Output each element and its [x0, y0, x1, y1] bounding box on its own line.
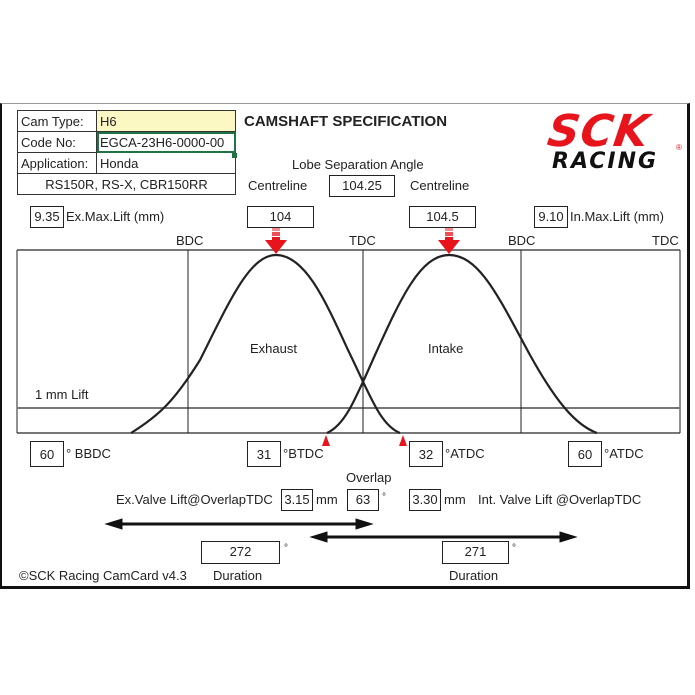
exhaust-close-unit: °BTDC [283, 446, 324, 461]
intake-overlap-lift-value[interactable]: 3.30 [409, 489, 441, 511]
lsa-value[interactable]: 104.25 [329, 175, 395, 197]
intake-centreline-label: Centreline [410, 178, 470, 193]
exhaust-max-lift[interactable]: 9.35 [30, 206, 64, 228]
models-cell[interactable]: RS150R, RS-X, CBR150RR [17, 173, 236, 195]
intake-open-marker-icon [322, 435, 330, 446]
exhaust-centreline-arrow-icon [265, 228, 287, 254]
exhaust-centreline-label: Centreline [248, 178, 308, 193]
exhaust-duration-arrow-icon [104, 518, 374, 530]
intake-duration-value[interactable]: 271 [442, 541, 509, 564]
intake-max-lift-label: In.Max.Lift (mm) [570, 209, 664, 224]
exhaust-curve-label: Exhaust [250, 341, 297, 356]
cam-info-table: Cam Type: H6 Code No: EGCA-23H6-0000-00 … [17, 110, 236, 195]
exhaust-lift-curve [130, 253, 401, 435]
intake-centreline-value[interactable]: 104.5 [409, 206, 476, 228]
intake-overlap-lift-unit: mm [444, 492, 466, 507]
lift-line-label: 1 mm Lift [35, 387, 89, 402]
intake-duration-label: Duration [449, 568, 499, 583]
exhaust-centreline-value[interactable]: 104 [247, 206, 314, 228]
intake-open-unit: °ATDC [445, 446, 485, 461]
intake-curve-label: Intake [428, 341, 464, 356]
intake-duration-arrow-icon [309, 531, 578, 543]
exhaust-duration-value[interactable]: 272 [201, 541, 280, 564]
intake-max-lift[interactable]: 9.10 [534, 206, 568, 228]
intake-open-value[interactable]: 32 [409, 441, 443, 467]
exhaust-close-value[interactable]: 31 [247, 441, 281, 467]
marker-bdc-2: BDC [508, 233, 536, 248]
intake-overlap-lift-label: Int. Valve Lift @OverlapTDC [478, 492, 642, 507]
cam-card-frame [0, 103, 690, 589]
exhaust-open-value[interactable]: 60 [30, 441, 64, 467]
overlap-label: Overlap [346, 470, 392, 485]
intake-lift-curve [326, 253, 598, 435]
exhaust-overlap-lift-label: Ex.Valve Lift@OverlapTDC [116, 492, 273, 507]
overlap-value[interactable]: 63 [347, 489, 379, 511]
exhaust-overlap-lift-value[interactable]: 3.15 [281, 489, 313, 511]
marker-tdc-1: TDC [349, 233, 376, 248]
intake-duration-unit: ° [512, 543, 516, 554]
code-cell[interactable]: EGCA-23H6-0000-00 [96, 131, 236, 153]
page-title: CAMSHAFT SPECIFICATION [244, 113, 448, 130]
application-label: Application: [17, 152, 97, 174]
exhaust-open-unit: ° BBDC [66, 446, 111, 461]
overlap-unit: ° [382, 492, 386, 503]
registered-mark: ® [676, 143, 682, 152]
exhaust-close-marker-icon [399, 435, 407, 446]
marker-tdc-2: TDC [652, 233, 679, 248]
intake-close-unit: °ATDC [604, 446, 644, 461]
racing-logo-text: RACING [552, 149, 659, 174]
exhaust-max-lift-label: Ex.Max.Lift (mm) [66, 209, 165, 224]
lsa-label: Lobe Separation Angle [292, 157, 424, 172]
exhaust-overlap-lift-unit: mm [316, 492, 338, 507]
footer-copyright: ©SCK Racing CamCard v4.3 [19, 568, 187, 583]
exhaust-duration-unit: ° [284, 543, 288, 554]
cell-selection-handle[interactable] [232, 153, 237, 158]
intake-centreline-arrow-icon [438, 228, 460, 254]
marker-bdc-1: BDC [176, 233, 204, 248]
exhaust-duration-label: Duration [213, 568, 263, 583]
intake-close-value[interactable]: 60 [568, 441, 602, 467]
